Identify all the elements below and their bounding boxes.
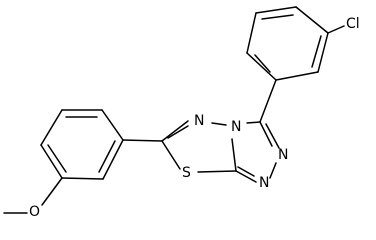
bond [317, 32, 329, 73]
bond [101, 109, 124, 141]
bond [102, 139, 124, 180]
bond [61, 177, 104, 180]
chlorine-label: Cl [346, 16, 360, 32]
nitrogen-label: N [259, 175, 269, 191]
bond [269, 162, 277, 179]
bond [311, 35, 322, 68]
nitrogen-label: N [194, 113, 204, 129]
bond [254, 54, 271, 73]
bond [275, 71, 319, 81]
bond [246, 52, 277, 81]
bond [246, 12, 257, 54]
bond [259, 121, 273, 147]
nitrogen-label: N [231, 119, 241, 135]
bond [41, 177, 63, 206]
bond [327, 25, 345, 34]
bond [261, 14, 294, 20]
bond [235, 170, 257, 183]
bond [167, 125, 189, 139]
bond [40, 109, 63, 146]
bond [246, 121, 261, 124]
bond [161, 140, 181, 170]
nitrogen-label: N [278, 147, 288, 163]
bond [295, 6, 329, 34]
bond [237, 166, 255, 177]
bond [231, 138, 237, 172]
bond [197, 170, 237, 173]
bond [47, 144, 67, 173]
bond [161, 120, 189, 142]
bond [40, 144, 63, 179]
oxygen-label: O [29, 204, 40, 220]
bond [211, 122, 227, 126]
bond [259, 79, 277, 123]
bond [98, 140, 116, 173]
sulfur-label: S [182, 165, 191, 181]
bond [265, 123, 280, 149]
atom-labels: Cl N N N N S O [29, 16, 360, 220]
bond [122, 139, 163, 142]
bonds [3, 6, 345, 214]
molecule-structure: Cl N N N N S O [3, 6, 360, 220]
bond [255, 6, 297, 14]
